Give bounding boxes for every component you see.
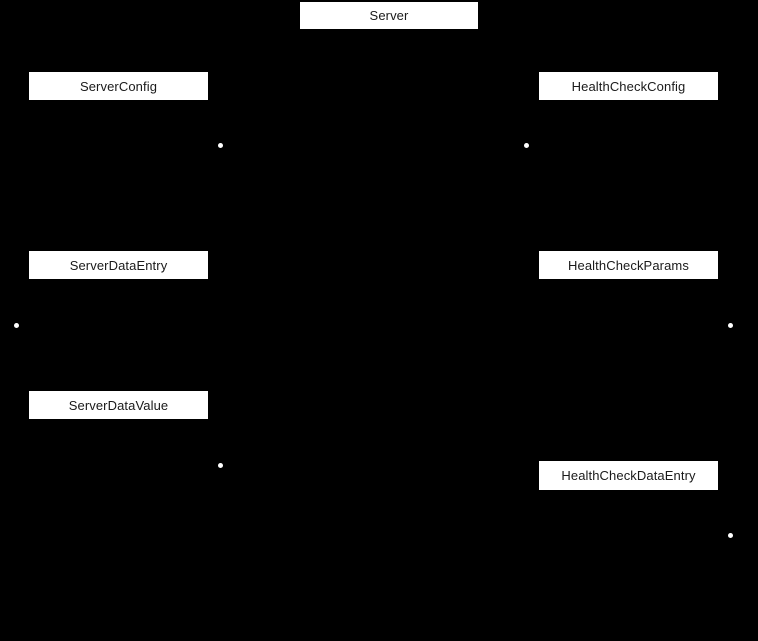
diagram-node-server-data-value: ServerDataValue [29,391,208,419]
edge-endpoint-dot-dot-3 [13,322,19,328]
node-label-health-check-data-entry: HealthCheckDataEntry [561,468,696,483]
diagram-node-server-data-entry: ServerDataEntry [29,251,208,279]
edge-endpoint-dot-dot-4 [727,322,733,328]
node-label-server-data-entry: ServerDataEntry [69,257,168,273]
diagram-node-server-config: ServerConfig [29,72,208,100]
node-label-server: Server [369,8,409,23]
node-label-health-check-config: HealthCheckConfig [571,78,686,94]
diagram-node-server: Server [300,2,478,29]
diagram-node-health-check-config: HealthCheckConfig [539,72,718,100]
node-label-server-data-value: ServerDataValue [68,397,169,413]
edge-endpoint-dot-dot-2 [523,142,529,148]
edge-endpoint-dot-dot-1 [217,142,223,148]
node-label-health-check-params: HealthCheckParams [568,257,689,273]
diagram-node-health-check-params: HealthCheckParams [539,251,718,279]
node-label-server-config: ServerConfig [79,78,158,94]
edge-endpoint-dot-dot-5 [217,462,223,468]
edge-endpoint-dot-dot-6 [727,532,733,538]
diagram-node-health-check-data-entry: HealthCheckDataEntry [539,461,718,490]
